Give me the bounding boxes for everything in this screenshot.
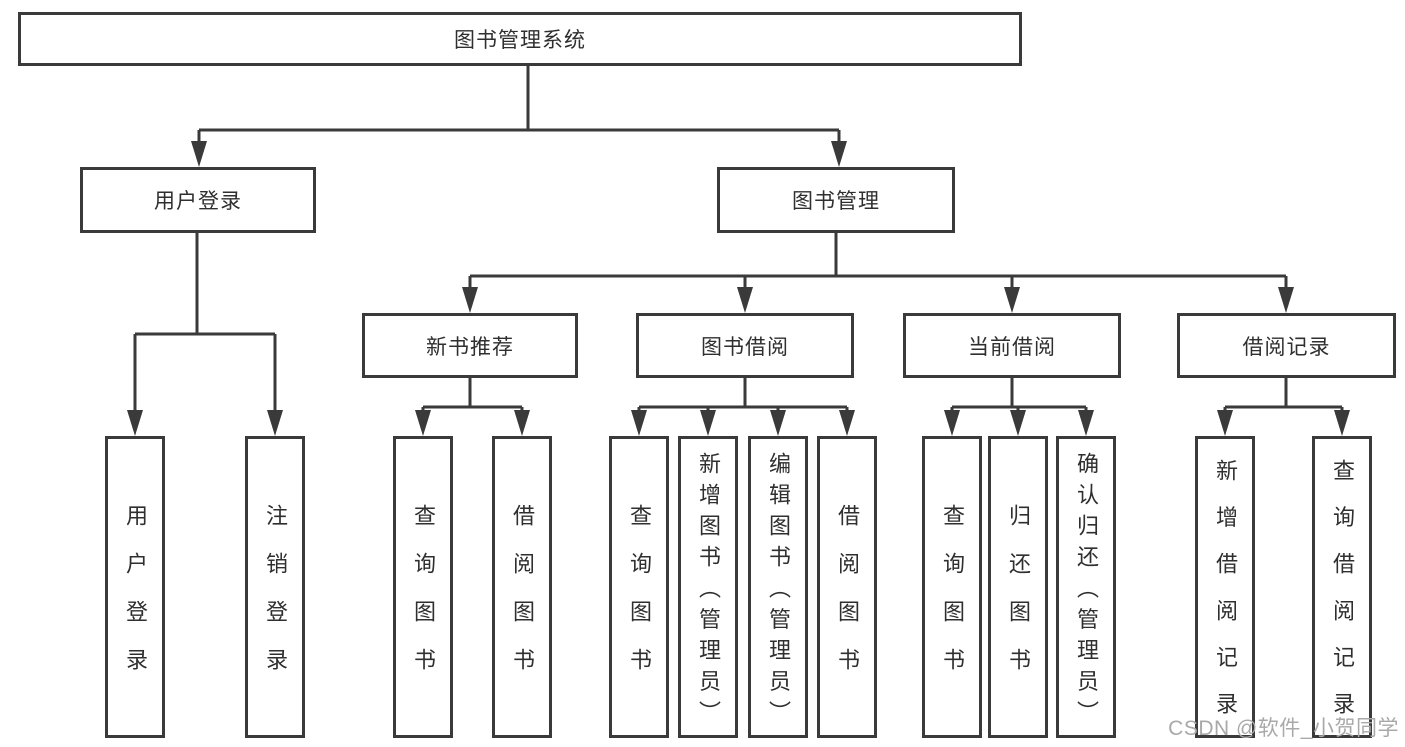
- csdn-watermark: CSDN @软件_小贺同学: [1168, 717, 1399, 740]
- leaf-return-books: 归还图书: [988, 436, 1048, 738]
- leaf-edit-books-admin: 编辑图书（管理员）: [748, 436, 808, 738]
- node-label: 用户登录: [123, 504, 148, 696]
- node-label: 新书推荐: [426, 335, 514, 359]
- leaf-add-borrow-record: 新增借阅记录: [1195, 436, 1255, 740]
- node-label: 借阅图书: [510, 504, 535, 696]
- arrow-down-icon: [831, 141, 847, 167]
- arrow-down-icon: [839, 410, 855, 436]
- leaf-query-books-current: 查询图书: [922, 436, 982, 738]
- node-label: 图书借阅: [701, 335, 789, 359]
- node-label: 当前借阅: [968, 335, 1056, 359]
- node-label: 查询借阅记录: [1330, 459, 1355, 740]
- leaf-borrow-books-recommend: 借阅图书: [492, 436, 552, 738]
- node-label: 编辑图书（管理员）: [766, 451, 791, 732]
- arrow-down-icon: [1217, 410, 1233, 436]
- arrow-down-icon: [1078, 410, 1094, 436]
- leaf-query-books-borrowing: 查询图书: [609, 436, 669, 738]
- node-borrowing-records: 借阅记录: [1177, 313, 1396, 378]
- node-label: 查询图书: [940, 504, 965, 696]
- node-label: 新增图书（管理员）: [696, 451, 721, 732]
- arrow-down-icon: [944, 410, 960, 436]
- node-user-login: 用户登录: [80, 167, 316, 233]
- node-label: 用户登录: [154, 190, 242, 213]
- node-label: 图书管理: [792, 190, 880, 213]
- node-current-borrowing: 当前借阅: [903, 313, 1121, 378]
- node-new-book-recommendation: 新书推荐: [362, 313, 578, 378]
- node-label: 查询图书: [627, 504, 652, 696]
- node-label: 确认归还（管理员）: [1074, 451, 1099, 732]
- arrow-down-icon: [770, 410, 786, 436]
- arrow-down-icon: [1334, 410, 1350, 436]
- node-label: 归还图书: [1006, 504, 1031, 696]
- leaf-add-books-admin: 新增图书（管理员）: [678, 436, 738, 738]
- arrow-down-icon: [191, 141, 207, 167]
- leaf-user-login: 用户登录: [105, 436, 165, 738]
- arrow-down-icon: [700, 410, 716, 436]
- arrow-down-icon: [631, 410, 647, 436]
- arrow-down-icon: [462, 287, 478, 313]
- node-label: 借阅记录: [1242, 335, 1331, 359]
- arrow-down-icon: [1278, 287, 1294, 313]
- arrow-down-icon: [1010, 410, 1026, 436]
- node-book-borrowing: 图书借阅: [636, 313, 854, 378]
- node-library-management-system: 图书管理系统: [18, 12, 1022, 66]
- node-label: 查询图书: [411, 504, 436, 696]
- arrow-down-icon: [415, 410, 431, 436]
- leaf-confirm-return-admin: 确认归还（管理员）: [1056, 436, 1116, 738]
- arrow-down-icon: [1004, 287, 1020, 313]
- arrow-down-icon: [127, 410, 143, 436]
- leaf-logout: 注销登录: [245, 436, 305, 738]
- node-label: 新增借阅记录: [1213, 459, 1238, 740]
- arrow-down-icon: [267, 410, 283, 436]
- node-label: 图书管理系统: [454, 29, 586, 52]
- leaf-query-borrow-record: 查询借阅记录: [1312, 436, 1372, 740]
- leaf-borrow-books: 借阅图书: [817, 436, 877, 738]
- arrow-down-icon: [737, 287, 753, 313]
- node-label: 注销登录: [263, 504, 288, 696]
- arrow-down-icon: [514, 410, 530, 436]
- node-label: 借阅图书: [835, 504, 860, 696]
- leaf-query-books-recommend: 查询图书: [393, 436, 453, 738]
- node-book-management: 图书管理: [717, 167, 955, 233]
